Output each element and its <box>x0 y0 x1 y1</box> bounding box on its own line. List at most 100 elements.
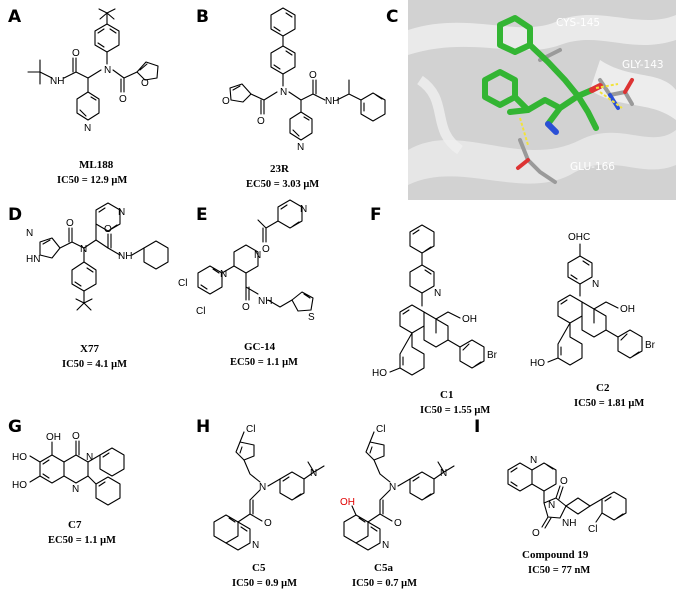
compound-name-ml188: ML188 <box>79 159 114 171</box>
atom-o: O <box>72 431 80 442</box>
panel-label-d: D <box>8 205 22 225</box>
compound-name-compound19: Compound 19 <box>522 549 589 561</box>
protein-ribbon <box>408 15 676 55</box>
compound-name-23r: 23R <box>270 163 290 175</box>
atom-n-pyridine: N <box>297 142 304 153</box>
atom-o: O <box>257 116 265 127</box>
atom-ho: HO <box>372 368 387 379</box>
atom-ho: HO <box>12 452 27 463</box>
activity-c7: EC50 = 1.1 μM <box>48 535 116 546</box>
panel-label-c: C <box>386 7 398 27</box>
atom-n: N <box>80 244 87 255</box>
atom-oh-highlighted: OH <box>340 497 355 508</box>
atom-s: S <box>308 312 315 323</box>
atom-n-isoquinoline: N <box>252 540 259 551</box>
atom-n: N <box>389 482 396 493</box>
panel-e: E N N N NH O O S Cl Cl GC-14 EC50 = 1.1 … <box>178 199 315 368</box>
panel-label-a: A <box>8 7 22 27</box>
protein-ribbon <box>408 130 676 185</box>
atom-br: Br <box>645 340 656 351</box>
atom-oh: OH <box>462 314 477 325</box>
atom-n-isoquinoline: N <box>382 540 389 551</box>
panel-i: I N N O O NH Cl Compound 19 IC50 = 77 nM <box>474 417 627 576</box>
structure-c5: Cl N N O N <box>213 424 325 551</box>
activity-compound19: IC50 = 77 nM <box>528 565 590 576</box>
structure-compound19: N N O O NH Cl <box>507 455 627 539</box>
structure-c7: OH O HO HO N N <box>12 431 125 506</box>
panel-label-b: B <box>196 7 209 27</box>
protein-ribbon <box>590 60 676 120</box>
atom-n-piperazine: N <box>220 269 227 280</box>
atom-n-pyridine: N <box>84 123 91 134</box>
activity-x77: IC50 = 4.1 μM <box>62 359 127 370</box>
atom-o-furan: O <box>141 78 149 89</box>
atom-nh: NH <box>50 76 64 87</box>
atom-ohc: OHC <box>568 232 590 243</box>
panel-label-f: F <box>370 205 382 225</box>
atom-o: O <box>119 94 127 105</box>
atom-o-furan: O <box>222 96 230 107</box>
panel-d: D N N NH HN N O O X77 IC50 = 4.1 μM <box>8 202 169 370</box>
atom-n: N <box>280 87 287 98</box>
panel-h: H Cl N N O N C5 IC50 = 0.9 μM <box>196 417 455 589</box>
atom-o: O <box>309 70 317 81</box>
panel-c: C CYS-145 GLY-143 GLU-166 <box>386 0 676 200</box>
structure-c5a: Cl N N OH O N <box>340 424 455 551</box>
atom-n-imidazole: N <box>26 228 33 239</box>
compound-name-c2: C2 <box>596 382 610 394</box>
activity-gc14: EC50 = 1.1 μM <box>230 357 298 368</box>
atom-n-isoquinoline: N <box>530 455 537 466</box>
atom-n: N <box>104 65 111 76</box>
atom-cl: Cl <box>588 524 597 535</box>
compound-name-c1: C1 <box>440 389 453 401</box>
atom-nh: NH <box>325 96 339 107</box>
panel-label-i: I <box>474 417 480 437</box>
atom-o: O <box>394 518 402 529</box>
atom-o: O <box>532 528 540 539</box>
structure-23r: N NH O O O N <box>222 7 386 153</box>
activity-c5a: IC50 = 0.7 μM <box>352 578 417 589</box>
atom-cl: Cl <box>376 424 385 435</box>
atom-n: N <box>548 500 555 511</box>
panel-label-h: H <box>196 417 210 437</box>
residue-label-glu166: GLU-166 <box>570 161 615 173</box>
atom-o: O <box>242 302 250 313</box>
activity-c2: IC50 = 1.81 μM <box>574 398 644 409</box>
atom-br: Br <box>487 350 498 361</box>
structure-x77: N N NH HN N O O <box>26 202 169 311</box>
compound-name-gc14: GC-14 <box>244 341 276 353</box>
atom-nh: NH <box>118 251 132 262</box>
atom-oh: OH <box>620 304 635 315</box>
activity-23r: EC50 = 3.03 μM <box>246 179 319 190</box>
panel-label-g: G <box>8 417 22 437</box>
atom-o: O <box>262 244 270 255</box>
activity-c5: IC50 = 0.9 μM <box>232 578 297 589</box>
atom-hn-imidazole: HN <box>26 254 40 265</box>
compound-name-c7: C7 <box>68 519 82 531</box>
atom-n-pyridine: N <box>300 204 307 215</box>
compound-name-c5a: C5a <box>374 562 393 574</box>
panel-f: F N OH HO Br C1 IC50 = 1.55 μM <box>370 205 656 416</box>
structure-gc14: N N N NH O O S Cl Cl <box>178 199 315 323</box>
atom-o: O <box>264 518 272 529</box>
atom-n-pyridine: N <box>434 288 441 299</box>
panel-a: A N NH O O O N ML188 IC50 = <box>8 7 159 186</box>
activity-ml188: IC50 = 12.9 μM <box>57 175 127 186</box>
atom-n-piperazine: N <box>254 250 261 261</box>
structure-c1: N OH HO Br <box>372 224 498 379</box>
atom-n-dimethyl: N <box>440 468 447 479</box>
atom-nh: NH <box>258 296 272 307</box>
compound-name-x77: X77 <box>80 343 99 355</box>
panel-b: B N NH O O O N 23R EC50 = 3.03 μM <box>196 7 386 190</box>
atom-cl: Cl <box>196 306 205 317</box>
atom-oh: OH <box>46 432 61 443</box>
atom-n: N <box>259 482 266 493</box>
ligand-sticks <box>482 15 599 131</box>
compound-name-c5: C5 <box>252 562 266 574</box>
atom-n-dimethyl: N <box>310 468 317 479</box>
atom-o: O <box>72 48 80 59</box>
atom-cl: Cl <box>246 424 255 435</box>
atom-nh: NH <box>562 518 576 529</box>
atom-n-pyridine: N <box>118 207 125 218</box>
